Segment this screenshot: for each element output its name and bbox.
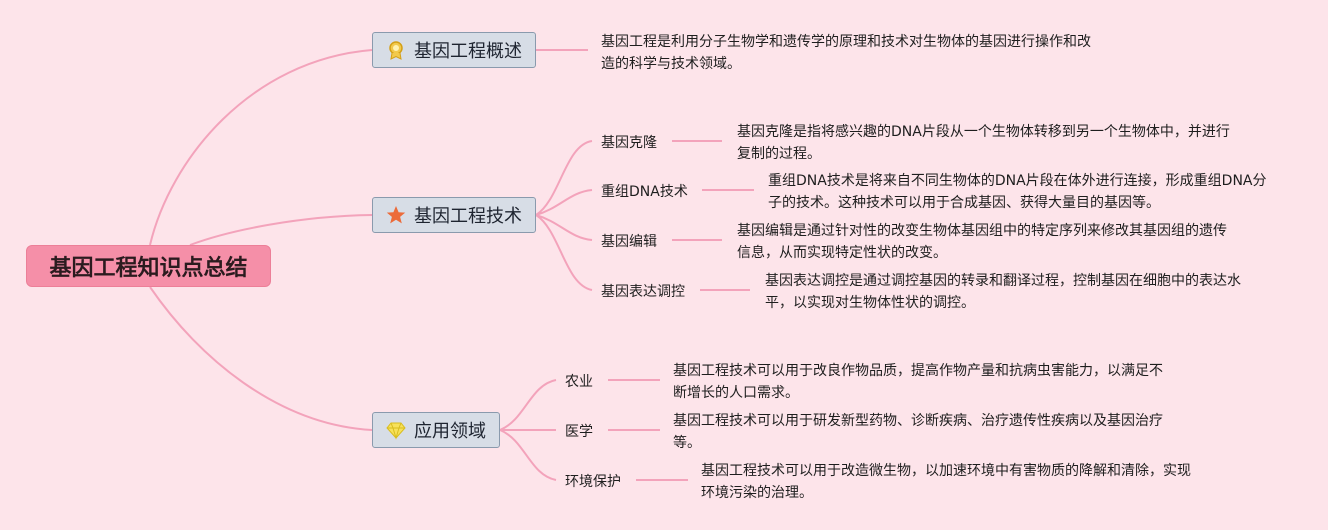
sub-gene-cloning[interactable]: 基因克隆: [601, 135, 657, 151]
description-line: 造的科学与技术领域。: [601, 56, 741, 72]
medal-icon: [386, 40, 406, 60]
sub-medicine[interactable]: 医学: [565, 424, 593, 440]
link-root-tech: [189, 214, 373, 246]
root-label: 基因工程知识点总结: [49, 256, 248, 281]
sub-agriculture-description: 基因工程技术可以用于改良作物品质，提高作物产量和抗病虫害能力，以满足不 断增长的…: [673, 360, 1193, 404]
link-tech-clone: [535, 140, 593, 216]
description-line: 信息，从而实现特定性状的改变。: [737, 245, 947, 261]
description-line: 复制的过程。: [737, 146, 821, 162]
sub-expression-regulation[interactable]: 基因表达调控: [601, 284, 685, 300]
description-line: 基因克隆是指将感兴趣的DNA片段从一个生物体转移到另一个生物体中，并进行: [737, 124, 1230, 140]
description-line: 子的技术。这种技术可以用于合成基因、获得大量目的基因等。: [768, 195, 1160, 211]
link-root-overview: [149, 49, 373, 246]
link-apps-env: [499, 429, 557, 481]
sub-gene-editing[interactable]: 基因编辑: [601, 234, 657, 250]
link-apps-agri: [499, 379, 557, 431]
root-node[interactable]: 基因工程知识点总结: [26, 245, 271, 287]
description-line: 等。: [673, 435, 701, 451]
sub-gene-cloning-description: 基因克隆是指将感兴趣的DNA片段从一个生物体转移到另一个生物体中，并进行 复制的…: [737, 121, 1257, 165]
sub-medicine-description: 基因工程技术可以用于研发新型药物、诊断疾病、治疗遗传性疾病以及基因治疗 等。: [673, 410, 1193, 454]
description-line: 环境污染的治理。: [701, 485, 813, 501]
topic-overview[interactable]: 基因工程概述: [372, 32, 536, 68]
sub-environmental-protection[interactable]: 环境保护: [565, 474, 621, 490]
topic-label: 基因工程技术: [414, 206, 522, 227]
sub-environmental-protection-description: 基因工程技术可以用于改造微生物，以加速环境中有害物质的降解和清除，实现 环境污染…: [701, 460, 1221, 504]
description-line: 基因编辑是通过针对性的改变生物体基因组中的特定序列来修改其基因组的遗传: [737, 223, 1227, 239]
topic-label: 基因工程概述: [414, 41, 522, 62]
topic-label: 应用领域: [414, 421, 486, 442]
link-tech-expr: [535, 214, 593, 291]
star-icon: [386, 205, 406, 225]
description-line: 重组DNA技术是将来自不同生物体的DNA片段在体外进行连接，形成重组DNA分: [768, 173, 1267, 189]
topic-applications[interactable]: 应用领域: [372, 412, 500, 448]
sub-agriculture[interactable]: 农业: [565, 374, 593, 390]
description-line: 基因工程是利用分子生物学和遗传学的原理和技术对生物体的基因进行操作和改: [601, 34, 1091, 50]
description-line: 基因工程技术可以用于改造微生物，以加速环境中有害物质的降解和清除，实现: [701, 463, 1191, 479]
link-root-apps: [149, 286, 373, 431]
topic-technology[interactable]: 基因工程技术: [372, 197, 536, 233]
description-line: 断增长的人口需求。: [673, 385, 799, 401]
description-line: 基因表达调控是通过调控基因的转录和翻译过程，控制基因在细胞中的表达水: [765, 273, 1241, 289]
gem-icon: [386, 420, 406, 440]
sub-expression-regulation-description: 基因表达调控是通过调控基因的转录和翻译过程，控制基因在细胞中的表达水 平，以实现…: [765, 270, 1285, 314]
description-line: 基因工程技术可以用于研发新型药物、诊断疾病、治疗遗传性疾病以及基因治疗: [673, 413, 1163, 429]
sub-recombinant-dna-description: 重组DNA技术是将来自不同生物体的DNA片段在体外进行连接，形成重组DNA分 子…: [768, 170, 1298, 214]
sub-gene-editing-description: 基因编辑是通过针对性的改变生物体基因组中的特定序列来修改其基因组的遗传 信息，从…: [737, 220, 1257, 264]
topic-overview-description: 基因工程是利用分子生物学和遗传学的原理和技术对生物体的基因进行操作和改 造的科学…: [601, 31, 1101, 75]
link-tech-edit: [535, 214, 593, 241]
link-tech-recomb: [535, 189, 593, 216]
description-line: 基因工程技术可以用于改良作物品质，提高作物产量和抗病虫害能力，以满足不: [673, 363, 1163, 379]
description-line: 平，以实现对生物体性状的调控。: [765, 295, 975, 311]
sub-recombinant-dna[interactable]: 重组DNA技术: [601, 184, 688, 200]
